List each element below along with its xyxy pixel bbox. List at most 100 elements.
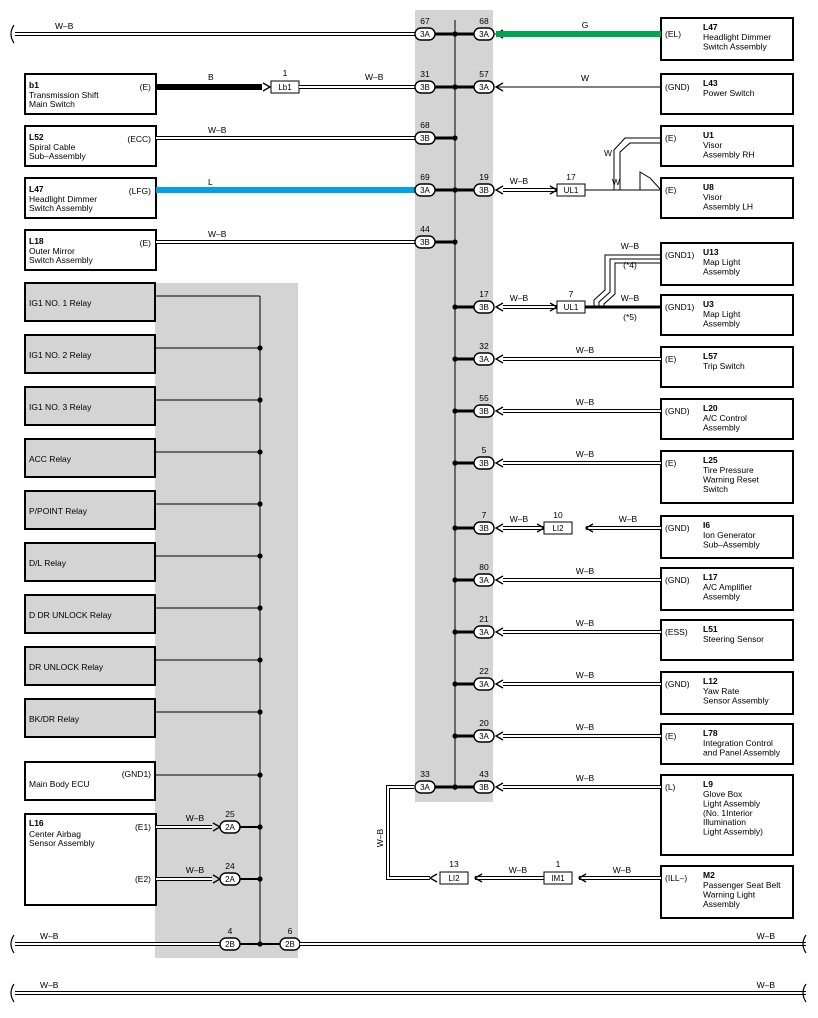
relay-label: D DR UNLOCK Relay (29, 610, 112, 620)
component-L25 (660, 450, 794, 504)
component-terminal: (GND) (665, 575, 690, 585)
arrow-left (494, 458, 504, 468)
junction-dot (257, 501, 263, 507)
junction-dot (257, 772, 263, 778)
component-name: Transmission Shift (29, 90, 99, 100)
wire-break (802, 934, 807, 954)
arrow-left (494, 354, 504, 364)
junction-dot (452, 239, 458, 245)
component-L43 (660, 73, 794, 115)
pin-number: 22 (479, 666, 489, 676)
wire-visor-split (639, 171, 662, 191)
main-body-ecu (24, 761, 156, 801)
left-pin-68-label: 3B (420, 134, 430, 143)
junction-dot (452, 31, 458, 37)
relay-label: IG1 NO. 1 Relay (29, 298, 92, 308)
junction-pin: 17 (566, 172, 576, 182)
component-U8 (660, 177, 794, 219)
component-b1 (24, 73, 157, 115)
junction-dot (452, 304, 458, 310)
bus-label: W–B (55, 21, 74, 31)
pin-number: 17 (479, 289, 489, 299)
relay-label: DR UNLOCK Relay (29, 662, 104, 672)
component-name: Warning Reset (703, 474, 760, 484)
junction-pin: 1 (556, 859, 561, 869)
component-code: L57 (703, 351, 718, 361)
pin-number: 69 (420, 172, 430, 182)
component-code: L47 (703, 22, 718, 32)
junction-dot (257, 941, 263, 947)
wire-color: L (208, 177, 213, 187)
arrow-left (428, 873, 438, 883)
wire-color: W–B (208, 125, 227, 135)
component-terminal: (E) (140, 238, 152, 248)
component-code: L16 (29, 818, 44, 828)
junction-dot (257, 709, 263, 715)
pin-number: 19 (479, 172, 489, 182)
wire-color: W–B (576, 670, 595, 680)
component-L20 (660, 398, 794, 440)
component-terminal: (GND) (665, 523, 690, 533)
wire-color: W–B (576, 449, 595, 459)
pin-number: 4 (228, 926, 233, 936)
component-name: Steering Sensor (703, 634, 764, 644)
component-U13 (660, 242, 794, 286)
arrow-left (494, 575, 504, 585)
component-code: L43 (703, 78, 718, 88)
ecu-terminal: (GND1) (122, 769, 151, 779)
bus-label: W–B (40, 931, 59, 941)
pin-number: 31 (420, 69, 430, 79)
component-code: M2 (703, 870, 715, 880)
pin-number: 21 (479, 614, 489, 624)
component-name: Sensor Assembly (703, 695, 769, 705)
component-name: Visor (703, 192, 722, 202)
wire-color: W–B (576, 773, 595, 783)
wire-m2-loop-core (387, 786, 430, 879)
arrow-left (584, 523, 594, 533)
wire-color: W–B (509, 865, 528, 875)
wire-map-u13-a (593, 254, 661, 307)
bottom-pin-4-label: 2B (225, 940, 235, 949)
component-terminal: (GND) (665, 406, 690, 416)
left-pin-69-label: 3A (420, 186, 430, 195)
component-L9 (660, 774, 794, 856)
component-L57 (660, 346, 794, 388)
right-pin-20-label: 3A (479, 732, 489, 741)
wire-color: W (612, 177, 620, 187)
component-terminal: (L) (665, 782, 676, 792)
wire-visor-rh (613, 137, 661, 190)
arrow-left (494, 627, 504, 637)
component-name: Map Light (703, 257, 741, 267)
arrow-left (494, 679, 504, 689)
component-terminal: (E) (665, 185, 677, 195)
wire-color: W–B (576, 397, 595, 407)
relay-label: IG1 NO. 3 Relay (29, 402, 92, 412)
component-name: Main Switch (29, 99, 75, 109)
component-code: L17 (703, 572, 718, 582)
component-M2 (660, 865, 794, 919)
pin-number: 20 (479, 718, 489, 728)
component-terminal: (E) (665, 133, 677, 143)
component-code: U1 (703, 130, 714, 140)
component-terminal: (GND) (665, 82, 690, 92)
pin-number: 68 (479, 16, 489, 26)
wire-color: W (581, 73, 589, 83)
right-pin-17-label: 3B (479, 303, 489, 312)
relay-box (24, 646, 156, 686)
relay-box (24, 542, 156, 582)
bottom-pin-6-label: 2B (285, 940, 295, 949)
airbag-terminal: (E1) (135, 822, 151, 832)
component-code: L52 (29, 132, 44, 142)
component-name: Headlight Dimmer (29, 194, 97, 204)
component-code: U3 (703, 299, 714, 309)
right-pin-80-label: 3A (479, 576, 489, 585)
junction-dot (257, 824, 263, 830)
junction-dot (257, 605, 263, 611)
pin-number: 24 (225, 861, 235, 871)
component-name: Light Assembly (703, 798, 761, 808)
relay-label: BK/DR Relay (29, 714, 80, 724)
right-pin-22-label: 3A (479, 680, 489, 689)
component-I6 (660, 515, 794, 559)
component-name: Sub–Assembly (29, 151, 86, 161)
component-name: Passenger Seat Belt (703, 880, 781, 890)
